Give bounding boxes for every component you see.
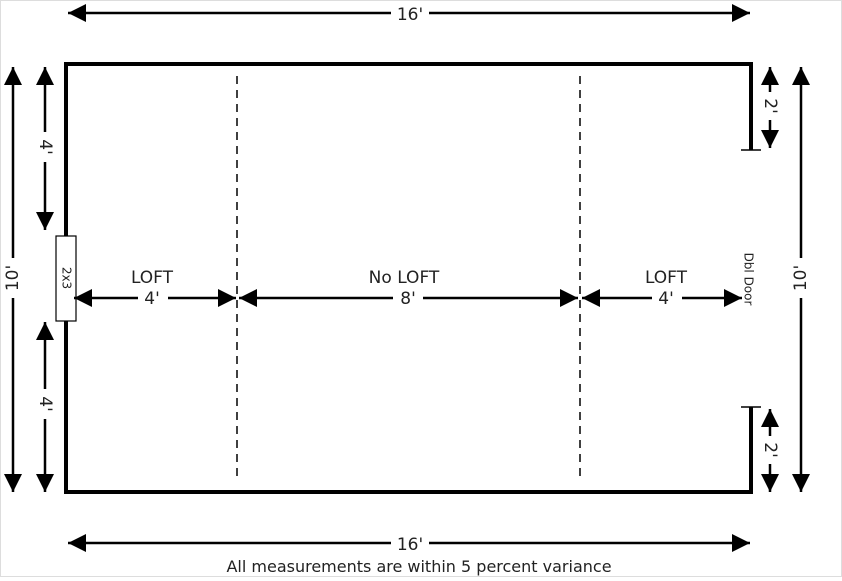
- bottom-width-label: 16': [397, 535, 423, 555]
- loft-right-span-label-bg: [652, 288, 682, 308]
- stud-2x3: [55, 235, 77, 322]
- left-lower-label-bg: [35, 389, 55, 419]
- middle-span-label: 8': [400, 289, 416, 309]
- middle-label: No LOFT: [369, 268, 440, 288]
- footer-note: All measurements are within 5 percent va…: [226, 557, 611, 576]
- left-upper-label-bg: [35, 132, 55, 162]
- loft-right-span-label: 4': [658, 289, 674, 309]
- door-label: Dbl Door: [742, 253, 756, 306]
- left-height-label-bg: [2, 258, 24, 298]
- top-width-label-bg: [391, 2, 429, 24]
- right-upper-label: 2': [760, 98, 780, 114]
- right-upper-label-bg: [760, 92, 780, 120]
- left-lower-label: 4': [35, 396, 55, 412]
- right-height-label-bg: [790, 258, 812, 298]
- left-height-label: 10': [3, 265, 23, 291]
- middle-span-label-bg: [393, 288, 423, 308]
- loft-left-span-label-bg: [138, 288, 168, 308]
- loft-left-span-label: 4': [144, 289, 160, 309]
- right-height-label: 10': [791, 265, 811, 291]
- loft-right-label: LOFT: [645, 268, 688, 288]
- top-width-label: 16': [397, 5, 423, 25]
- loft-left-label: LOFT: [131, 268, 174, 288]
- bottom-width-label-bg: [391, 532, 429, 554]
- left-upper-label: 4': [35, 139, 55, 155]
- right-lower-label-bg: [760, 436, 780, 464]
- right-lower-label: 2': [760, 442, 780, 458]
- stud-label: 2x3: [60, 267, 74, 289]
